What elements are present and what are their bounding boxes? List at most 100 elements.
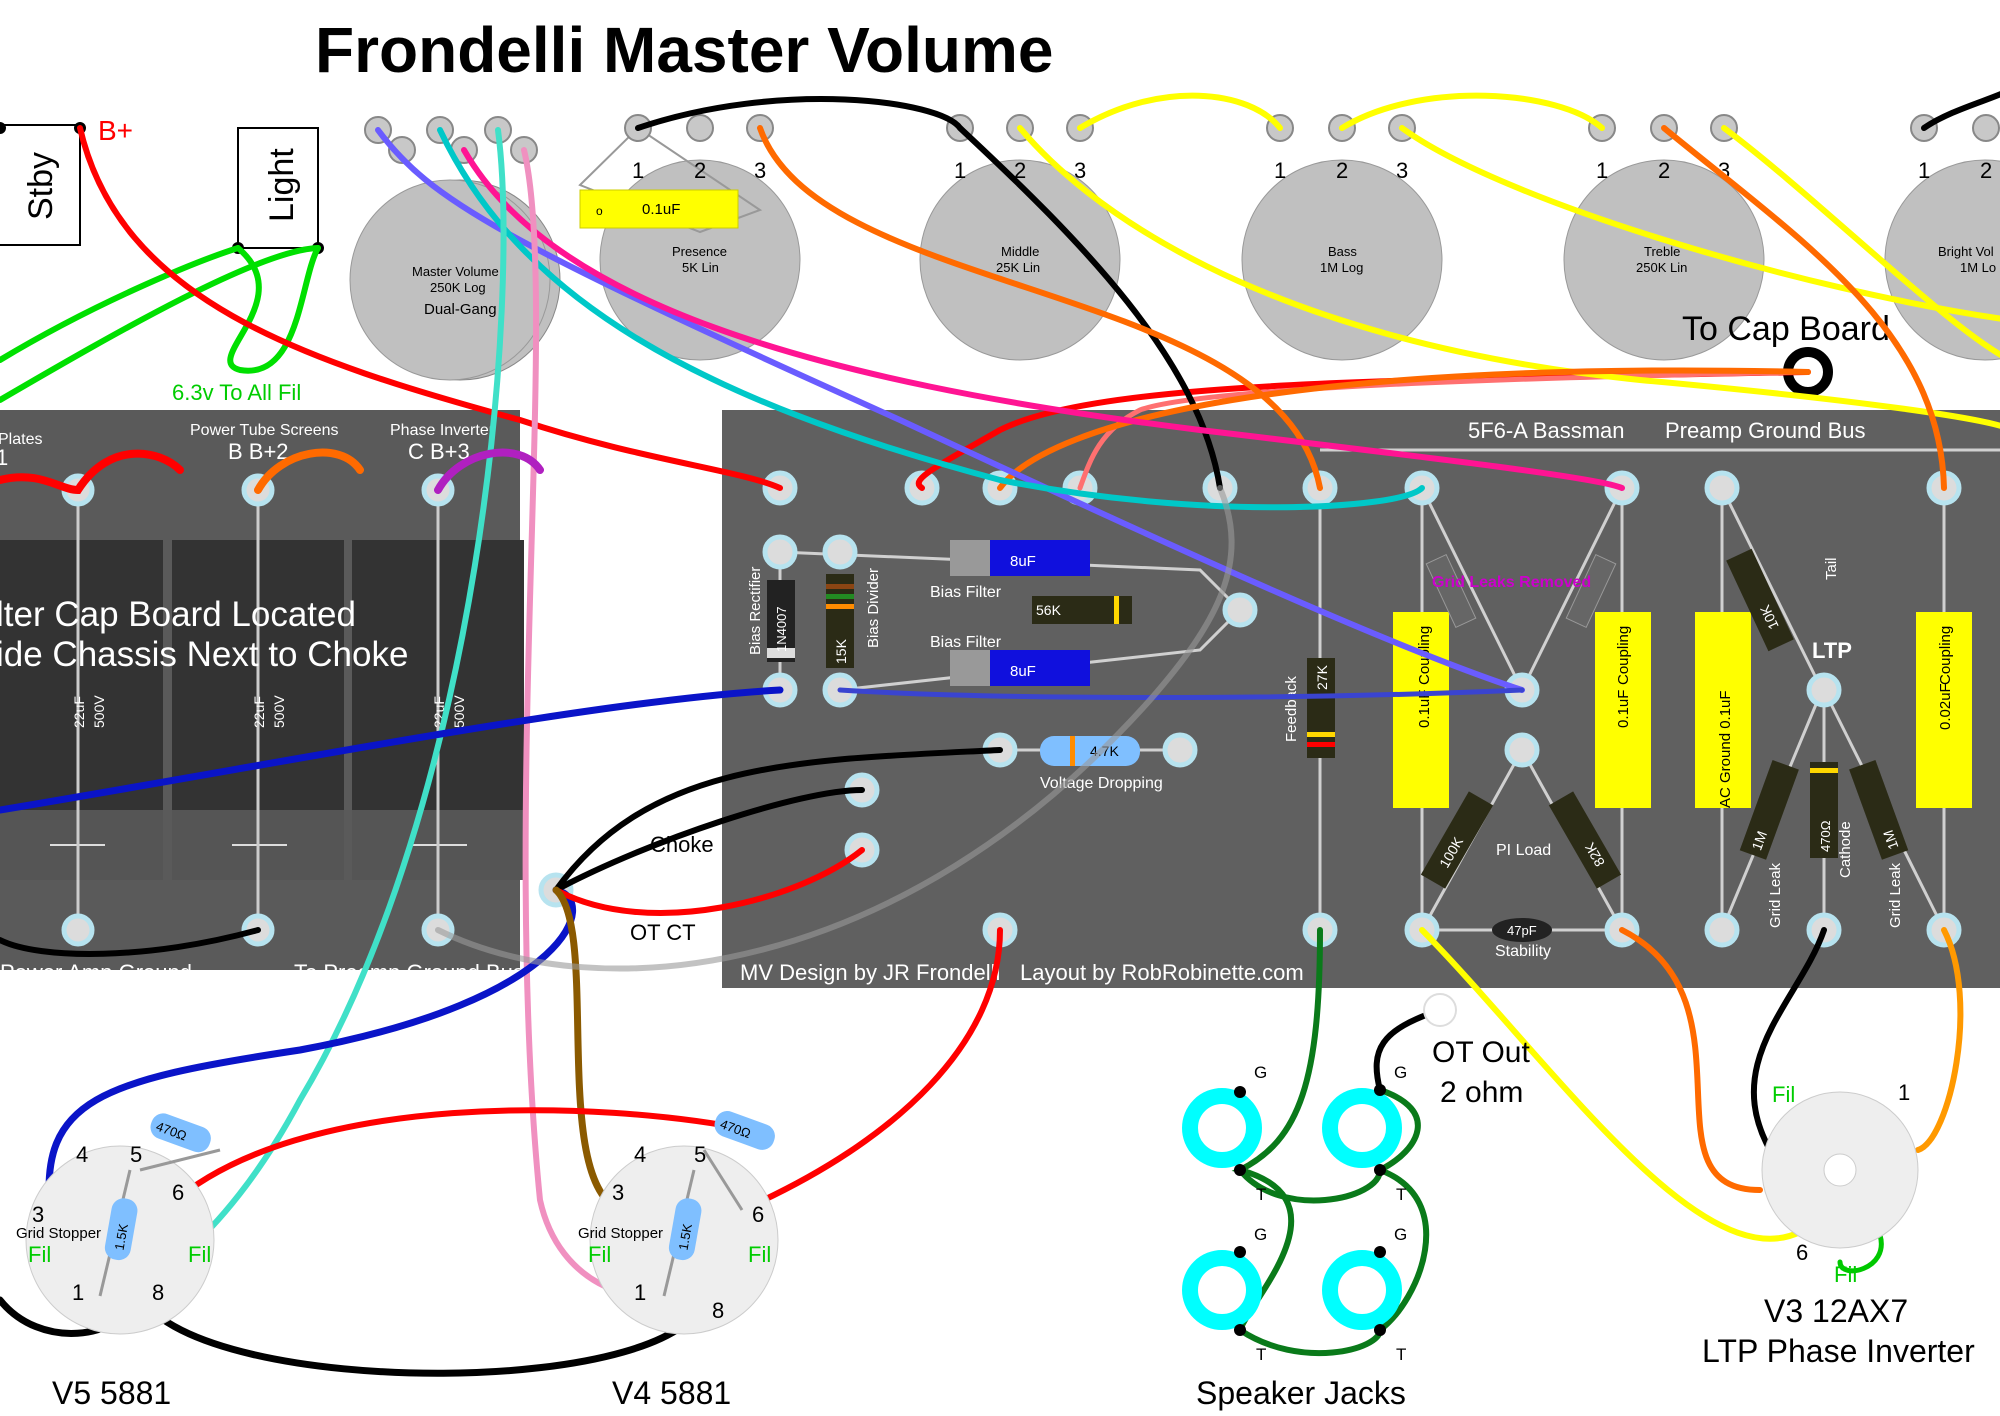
- wire-yellow: [1017, 125, 2000, 429]
- grid-leaks-removed-label: Grid Leaks Removed: [1432, 574, 1591, 591]
- v4-pin-4: 4: [634, 1142, 646, 1167]
- wire-red: [77, 125, 783, 491]
- v5-1-5k-label: 1.5K: [112, 1222, 131, 1251]
- wire-yellow: [1399, 125, 2000, 322]
- light-label: Light: [263, 148, 301, 222]
- bright-pin-1: 1: [1918, 158, 1930, 183]
- ot-out-line-2: 2 ohm: [1440, 1076, 1523, 1109]
- coupling-cap-3-label: Coupling: [1937, 626, 1954, 685]
- wire-blue-2: [837, 687, 1525, 700]
- presence-cap-label: 0.1uF: [642, 201, 680, 218]
- jack-4-t: T: [1396, 1345, 1406, 1364]
- bias-cap-2-label: 8uF: [1010, 663, 1036, 680]
- coupling-cap-3: 0.02uF Coupling: [1916, 612, 1972, 808]
- ot-out-line-1: OT Out: [1432, 1036, 1530, 1069]
- filter-header-pi-sub: C B+3: [408, 439, 470, 464]
- pot-middle-value: 25K Lin: [996, 260, 1040, 275]
- pot-presence-name: Presence: [672, 244, 727, 259]
- choke-label: Choke: [650, 832, 714, 857]
- pot-master-name: Master Volume: [412, 264, 499, 279]
- pot-treble: [1563, 159, 1765, 361]
- coupling-cap-1-value: 0.1uF: [1416, 690, 1433, 728]
- speaker-jack-3: [1182, 1250, 1262, 1330]
- middle-pin-2: 2: [1014, 158, 1026, 183]
- tube-v4: 470Ω 1.5K 4 5 3 6 1 8 Grid Stopper Fil F…: [578, 1111, 779, 1411]
- wire-purple: [434, 448, 544, 494]
- wire-grey: [435, 485, 1235, 972]
- wire-black: [0, 927, 261, 957]
- resistor-470-v5: 470Ω: [150, 1113, 211, 1153]
- jack-3-g: G: [1254, 1225, 1267, 1244]
- speaker-jacks-label: Speaker Jacks: [1196, 1375, 1406, 1411]
- wire-green: [0, 245, 241, 363]
- jack-2-g: G: [1394, 1063, 1407, 1082]
- wire-yellow: [1419, 927, 1803, 1242]
- lug: [388, 136, 416, 164]
- wire-orange: [757, 125, 1323, 491]
- wire-black: [635, 96, 1223, 491]
- wire-blue: [0, 686, 784, 814]
- fil-label: 6.3v To All Fil: [172, 380, 301, 405]
- coupling-cap-3-value: 0.02uF: [1937, 683, 1954, 730]
- pot-bass-value: 1M Log: [1320, 260, 1363, 275]
- v3-label-2: LTP Phase Inverter: [1702, 1333, 1975, 1369]
- presence-pin-1: 1: [632, 158, 644, 183]
- wire-violet: [375, 127, 1525, 693]
- resistor-1-5k-v5: 1.5K: [104, 1198, 138, 1261]
- speaker-jack-1: [1182, 1088, 1262, 1168]
- resistor-1m-a-label: 1M: [1748, 829, 1770, 853]
- wire-black: [1921, 91, 2000, 131]
- wire-green: [0, 245, 321, 403]
- presence-pin-2: 2: [694, 158, 706, 183]
- pot-bass-name: Bass: [1328, 244, 1357, 259]
- mv-design-credit: MV Design by JR Frondelli: [740, 960, 1000, 985]
- pot-bright-name: Bright Vol: [1938, 244, 1994, 259]
- turret: [1162, 732, 1198, 768]
- coupling-cap-2-value: 0.1uF: [1615, 690, 1632, 728]
- grid-leak-a-label: Grid Leak: [1767, 862, 1784, 928]
- filter-board-note-1: lter Cap Board Located: [0, 595, 356, 634]
- jack-4-g: G: [1394, 1225, 1407, 1244]
- pot-master-extra: Dual-Gang: [424, 301, 497, 318]
- label-5f6a-bassman: 5F6-A Bassman: [1468, 418, 1625, 443]
- jack-1-g: G: [1254, 1063, 1267, 1082]
- bias-cap-1-label: 8uF: [1010, 553, 1036, 570]
- coupling-cap-1: 0.1uF Coupling: [1393, 612, 1449, 808]
- bias-filter-cap-1: 8uF: [950, 540, 1090, 576]
- resistor-470-v4: 470Ω: [714, 1111, 775, 1150]
- resistor-15k-label: 15K: [833, 638, 849, 664]
- resistor-470-label: 470Ω: [1818, 820, 1833, 852]
- middle-pin-1: 1: [954, 158, 966, 183]
- jack-1-t: T: [1256, 1185, 1266, 1204]
- v4-pin-8: 8: [712, 1298, 724, 1323]
- wire-black-heater: [0, 1286, 710, 1377]
- v5-pin-1: 1: [72, 1280, 84, 1305]
- pot-treble-name: Treble: [1644, 244, 1680, 259]
- bass-pin-1: 1: [1274, 158, 1286, 183]
- page-title: Frondelli Master Volume: [315, 14, 1054, 86]
- resistor-82k: 82K: [1548, 791, 1622, 889]
- wire-pink: [521, 147, 653, 1300]
- bright-pin-2: 2: [1980, 158, 1992, 183]
- light-switch: [237, 127, 319, 249]
- wire-dkgreen: [1237, 1327, 1383, 1357]
- filter-header-pi: Phase Inverter: [390, 422, 495, 439]
- standby-label: Stby: [22, 152, 60, 220]
- preamp-ground-bus-label: To Preamp Ground Bus: [294, 960, 524, 985]
- tail-label: Tail: [1823, 557, 1840, 580]
- v5-label: V5 5881: [52, 1375, 171, 1411]
- v4-1-5k-label: 1.5K: [676, 1222, 695, 1251]
- resistor-470-cathode: 470Ω: [1810, 762, 1838, 858]
- wire-dkgreen: [1377, 1087, 1421, 1173]
- filter-header-plates-sub: 1: [0, 445, 8, 470]
- cathode-label: Cathode: [1837, 821, 1854, 878]
- speaker-jack-2: [1322, 1088, 1402, 1168]
- pot-bright-value: 1M Lo: [1960, 260, 1996, 275]
- stability-label: Stability: [1495, 943, 1551, 960]
- wire-red: [167, 1107, 753, 1208]
- pot-bass: [1241, 159, 1443, 361]
- resistor-56k: 56K: [1032, 596, 1132, 624]
- wire-green: [227, 245, 321, 374]
- filter-board-note-2: ide Chassis Next to Choke: [0, 635, 408, 674]
